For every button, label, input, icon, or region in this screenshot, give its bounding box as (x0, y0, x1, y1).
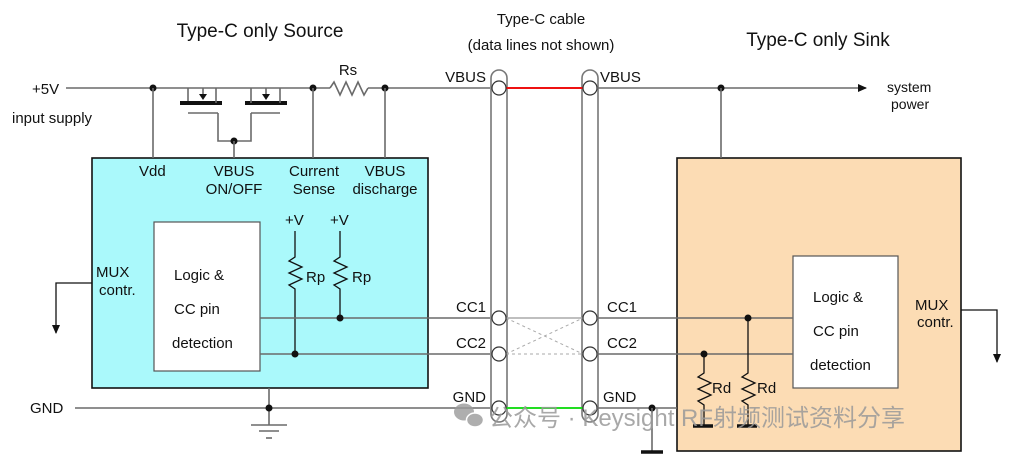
left-vbus-pin (491, 80, 507, 96)
rp2-supply-label: +V (330, 212, 349, 229)
current-sense-label-2: Sense (293, 181, 336, 198)
rs-label: Rs (339, 62, 357, 79)
mosfet-switch-pair (180, 87, 287, 158)
rp-resistor-cc1 (332, 231, 349, 318)
sink-mux-label-2: contr. (917, 314, 954, 331)
input-supply-label: input supply (12, 110, 93, 127)
vbus-onoff-label-2: ON/OFF (206, 181, 263, 198)
cable-plug-left (490, 69, 508, 423)
sink-mux-label-1: MUX (915, 297, 948, 314)
right-cc2-label: CC2 (607, 335, 637, 352)
source-logic-block (153, 221, 261, 372)
right-cc1-pin (582, 310, 598, 326)
left-cc2-pin (491, 346, 507, 362)
cable-title: Type-C cable (497, 11, 585, 28)
current-sense-label-1: Current (289, 163, 340, 180)
left-cc2-label: CC2 (456, 335, 486, 352)
rp1-supply-label: +V (285, 212, 304, 229)
source-logic-line-1: Logic & (174, 267, 224, 284)
sink-logic-line-1: Logic & (813, 289, 863, 306)
ground-symbol (251, 424, 287, 439)
source-mux-label-1: MUX (96, 264, 129, 281)
left-gnd-pin (491, 400, 507, 416)
cable-subtitle: (data lines not shown) (468, 37, 615, 54)
cc2-rp-junction (291, 350, 299, 358)
rp1-label: Rp (306, 269, 325, 286)
right-vbus-label: VBUS (600, 69, 641, 86)
rd1-label: Rd (712, 380, 731, 397)
left-gnd-label: GND (453, 389, 487, 406)
right-cc2-pin (582, 346, 598, 362)
source-logic-line-2: CC pin (174, 301, 220, 318)
sink-mux-arrow (961, 309, 1001, 363)
source-logic-line-3: detection (172, 335, 233, 352)
source-gnd-junction (265, 404, 273, 412)
left-cc1-pin (491, 310, 507, 326)
rs-resistor (329, 80, 369, 97)
rd2-label: Rd (757, 380, 776, 397)
sink-title: Type-C only Sink (746, 30, 890, 51)
left-cc1-label: CC1 (456, 299, 486, 316)
system-power-label-2: power (891, 96, 929, 112)
sink-logic-line-2: CC pin (813, 323, 859, 340)
cable-plug-right (581, 69, 599, 423)
sink-controller-box (676, 157, 962, 452)
rp-resistor-cc2 (287, 231, 304, 354)
system-power-label-1: system (887, 79, 931, 95)
cc1-rp-junction (336, 314, 344, 322)
left-vbus-label: VBUS (445, 69, 486, 86)
source-mux-label-2: contr. (99, 282, 136, 299)
sink-logic-line-3: detection (810, 357, 871, 374)
wechat-icon (454, 403, 485, 428)
vbus-discharge-label-2: discharge (352, 181, 417, 198)
vdd-pin-label: Vdd (139, 163, 166, 180)
sink-logic-block (792, 255, 899, 389)
vbus-onoff-label-1: VBUS (214, 163, 255, 180)
right-cc1-label: CC1 (607, 299, 637, 316)
input-voltage-label: +5V (32, 81, 59, 98)
right-gnd-label: GND (603, 389, 637, 406)
source-gnd-label: GND (30, 400, 64, 417)
cable-flip-dashed-2 (505, 317, 584, 355)
rd-resistor-cc2 (693, 354, 713, 428)
vbus-discharge-label-1: VBUS (365, 163, 406, 180)
source-title: Type-C only Source (177, 21, 344, 42)
source-mux-arrow (52, 282, 92, 334)
rd-resistor-cc1 (737, 318, 757, 428)
rp2-label: Rp (352, 269, 371, 286)
watermark-text: 公众号 · Keysight RF射频测试资料分享 (489, 405, 905, 432)
right-vbus-pin (582, 80, 598, 96)
